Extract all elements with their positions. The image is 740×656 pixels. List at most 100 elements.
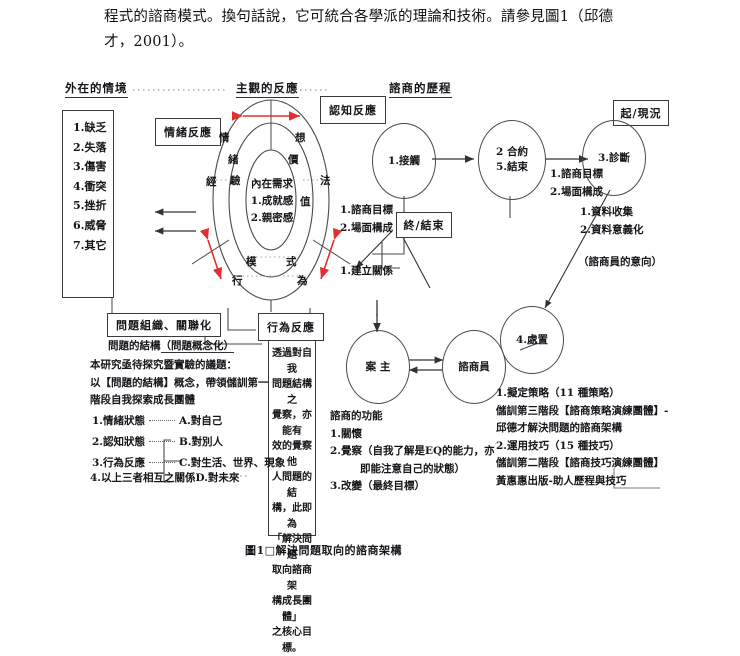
ring-inner-text-2: 緒 [228,154,239,166]
label-diagnosis-setting: 2.場面構成 [550,186,603,198]
label-counselor-intention: （諮商員的意向） [578,256,662,268]
pair-right-1: A.對自己 [178,415,223,427]
ring-inner-text-3: 驗 [230,175,241,187]
counseling-function-item-3: 即能注意自己的狀態） [360,462,465,475]
circle-contact: 1.接觸 [372,123,436,199]
label-data-meaning: 2.資料意義化 [580,224,644,236]
pair-left-2: 2.認知狀態 [92,436,145,448]
circle-diagnosis-label: 3.診斷 [598,151,630,164]
awareness-line-2: 問題結構之 [272,379,312,406]
circle-client: 案 主 [346,330,410,404]
dot-leader-1 [148,420,175,421]
ring-outer-text-5: 行 [232,275,243,287]
strategy-block: 1.擬定策略（11 種策略） 儲訓第三階段【諮商策略演練團體】- 邱德才解決問題… [496,385,668,490]
ring-inner-text-6: 式 [286,256,297,268]
box-behavioral-reaction: 行為反應 [258,313,324,341]
label-contract-goal: 1.諮商目標 [340,204,393,216]
intro-line-2: 才，2001）。 [104,34,194,50]
label-data-collection: 1.資料收集 [580,206,633,218]
ring-outer-text-left: 經 [206,176,217,188]
awareness-line-4: 效的覺察他 [272,441,312,468]
intro-paragraph: 程式的諮商模式。換句話說，它可統合各學派的理論和技術。請參見圖1（邱德 才，20… [104,5,660,55]
situation-item-6: 6.威脅 [73,218,107,232]
situation-item-5: 5.挫折 [73,199,107,213]
strategy-line-1: 1.擬定策略（11 種策略） [496,387,620,399]
problem-structure-last-row: 4.以上三者相互之關係D.對未來 [90,472,240,484]
page-root: 程式的諮商模式。換句話說，它可統合各學派的理論和技術。請參見圖1（邱德 才，20… [0,5,740,654]
core-item-1: 1.成就感 [250,195,294,207]
situation-item-2: 2.失落 [73,140,107,154]
awareness-line-5: 人問題的結 [272,472,312,499]
pair-left-3: 3.行為反應 [92,457,145,469]
awareness-line-9: 構成長團體」 [272,596,312,623]
box-cognitive-reaction: 認知反應 [320,96,386,124]
awareness-line-3: 覺察，亦能有 [272,410,312,437]
strategy-line-5: 儲訓第二階段【諮商技巧演練團體】 [496,457,664,469]
pair-right-3: C.對生活、世界、現象 [178,457,286,469]
ring-outer-text-4: 值 [300,196,311,208]
situation-item-7: 7.其它 [73,238,107,252]
label-diagnosis-goal: 1.諮商目標 [550,168,603,180]
problem-structure-line-2: 以【問題的結構】概念，帶領儲訓第一 [90,376,269,389]
table-row: 2.認知狀態 B.對別人 [92,433,285,452]
problem-structure-subtitle-underlined: （問題概念化） [160,340,234,353]
intro-line-1: 程式的諮商模式。換句話說，它可統合各學派的理論和技術。請參見圖1（邱德 [104,9,614,25]
label-contract-setting: 2.場面構成 [340,222,393,234]
circle-client-label: 案 主 [365,360,391,373]
problem-structure-subtitle: 問題的結構（問題概念化） [108,338,234,356]
strategy-line-6: 黃惠惠出版-助人歷程與技巧 [496,474,627,487]
situation-item-4: 4.衝突 [73,179,107,193]
counseling-function-title: 諮商的功能 [330,410,383,422]
header-counseling-process: 諮商的歷程 [389,80,452,98]
label-build-relationship: 1.建立關係 [340,265,393,277]
table-row: 1.情緒狀態 A.對自己 [92,412,285,431]
circle-contact-label: 1.接觸 [388,154,420,167]
core-item-2: 2.親密感 [250,212,294,224]
dot-leader-3 [148,462,175,463]
awareness-line-8: 取向諮商架 [272,565,312,592]
ring-outer-text-2: 法 [320,175,331,187]
box-end-stage: 終/結束 [396,212,452,238]
ring-inner-text-1: 情 [219,132,230,144]
problem-structure-lines: 本研究亟待探究暨實驗的議題： 以【問題的結構】概念，帶領儲訓第一 階段自我探索成… [90,357,269,410]
figure-diagram: 外在的情境 主觀的反應 諮商的歷程 1.缺乏 2.失落 3.傷害 4.衝突 5.… [0,68,740,654]
box-emotional-reaction: 情緒反應 [155,118,221,146]
table-row: 3.行為反應 C.對生活、世界、現象 [92,454,285,473]
oval-core: 內在需求 1.成就感 2.親密感 [240,176,304,227]
awareness-line-1: 透過對自我 [272,348,312,375]
circle-counselor: 諮商員 [442,330,506,404]
header-subjective-reaction: 主觀的反應 [236,80,299,98]
strategy-line-4: 2.運用技巧（15 種技巧） [496,439,620,452]
ring-inner-text-5: 模 [246,256,257,268]
problem-structure-line-1: 本研究亟待探究暨實驗的議題： [90,359,237,371]
core-title: 內在需求 [251,178,293,190]
awareness-line-10: 之核心目標。 [272,627,312,654]
ring-outer-text-3: 價 [288,154,299,166]
circle-contract-label-2: 5.結束 [496,161,528,173]
diagram-connectors [111,89,660,489]
circle-contract-label-1: 2 合約 [496,146,528,158]
problem-structure-subtitle-plain: 問題的結構 [108,340,161,352]
strategy-line-3: 邱德才解決問題的諮商架構 [496,422,622,434]
problem-structure-pairs: 1.情緒狀態 A.對自己 2.認知狀態 B.對別人 3.行為反應 C.對生活、世… [90,410,287,475]
circle-treatment: 4.處置 [500,306,564,374]
strategy-line-2: 儲訓第三階段【諮商策略演練團體】- [496,404,669,417]
counseling-function-block: 諮商的功能 1.關懷 2.覺察（自我了解是EQ的能力，亦 即能注意自己的狀態） … [330,408,495,496]
situation-item-3: 3.傷害 [73,160,107,174]
situation-list-box: 1.缺乏 2.失落 3.傷害 4.衝突 5.挫折 6.威脅 7.其它 [62,110,114,298]
situation-item-1: 1.缺乏 [73,121,107,134]
circle-contract: 2 合約 5.結束 [478,120,546,200]
figure-caption: 圖1□解決問題取向的諮商架構 [245,544,403,557]
counseling-function-item-1: 1.關懷 [330,427,362,440]
circle-counselor-label: 諮商員 [458,360,490,373]
header-external-situation: 外在的情境 [65,80,128,98]
box-problem-organization: 問題組織、關聯化 [107,313,221,337]
counseling-function-item-4: 3.改變（最終目標） [330,480,425,492]
dot-leader-2 [148,441,175,442]
box-start-stage: 起/現況 [613,100,669,126]
ring-outer-text-6: 為 [297,275,308,287]
counseling-function-item-2: 2.覺察（自我了解是EQ的能力，亦 [330,445,495,457]
circle-diagnosis: 3.診斷 [582,120,646,196]
pair-left-1: 1.情緒狀態 [92,415,145,427]
ring-outer-text-1: 想 [295,132,306,144]
